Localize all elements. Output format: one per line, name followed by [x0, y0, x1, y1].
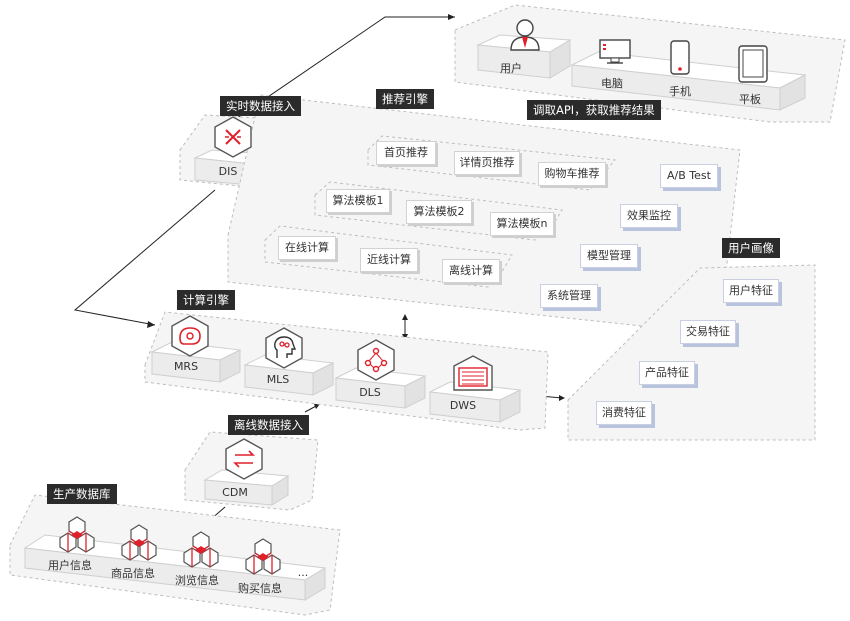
online-compute: 在线计算 — [278, 236, 336, 260]
algo-template-n: 算法模板n — [490, 212, 554, 236]
db-item-user-info: 用户信息 — [48, 559, 92, 572]
algo-template-2: 算法模板2 — [406, 200, 472, 224]
trade-feature-item: 交易特征 — [680, 320, 736, 344]
engine-title-tag: 推荐引擎 — [376, 89, 434, 109]
database-icon — [183, 531, 219, 568]
compute-engine-tag: 计算引擎 — [177, 290, 235, 310]
cdm-icon — [225, 438, 263, 480]
offline-compute: 离线计算 — [442, 259, 500, 283]
cdm-label: CDM — [222, 486, 248, 499]
database-icon — [245, 538, 281, 575]
mrs-label: MRS — [173, 360, 199, 373]
database-icon — [121, 524, 157, 561]
mls-icon — [265, 327, 303, 369]
dws-icon — [453, 355, 493, 391]
dls-label: DLS — [359, 386, 381, 399]
db-more-ellipsis: ... — [297, 566, 309, 579]
production-db-tag: 生产数据库 — [47, 484, 117, 504]
dis-icon — [214, 116, 252, 158]
user-portrait-tag: 用户画像 — [722, 238, 780, 258]
cart-recommend-button: 购物车推荐 — [538, 162, 606, 186]
connector-dis-to-users — [236, 16, 455, 119]
dws-label: DWS — [449, 399, 477, 412]
portrait-panel — [567, 264, 816, 441]
detail-recommend-button: 详情页推荐 — [454, 151, 520, 175]
desktop-icon — [599, 39, 631, 64]
db-item-browse-info: 浏览信息 — [175, 574, 219, 587]
user-label: 用户 — [500, 62, 522, 75]
system-manage-item: 系统管理 — [540, 284, 598, 308]
mls-label: MLS — [266, 373, 290, 386]
db-item-purchase-info: 购买信息 — [238, 582, 282, 595]
nearline-compute: 近线计算 — [360, 248, 418, 272]
mrs-icon — [171, 315, 209, 357]
model-manage-item: 模型管理 — [580, 244, 638, 268]
home-recommend-button: 首页推荐 — [376, 141, 436, 165]
api-call-tag: 调取API，获取推荐结果 — [527, 100, 661, 120]
ab-test-item: A/B Test — [660, 164, 718, 188]
consume-feature-item: 消费特征 — [596, 401, 652, 425]
realtime-access-tag: 实时数据接入 — [220, 96, 301, 116]
user-icon — [510, 19, 540, 51]
user-feature-item: 用户特征 — [723, 279, 779, 303]
dls-icon — [357, 339, 395, 381]
offline-access-tag: 离线数据接入 — [228, 415, 309, 435]
effect-monitor-item: 效果监控 — [620, 204, 678, 228]
dis-label: DIS — [218, 165, 238, 178]
database-icon — [59, 516, 95, 553]
device-label-pc: 电脑 — [601, 77, 623, 90]
db-item-product-info: 商品信息 — [111, 567, 155, 580]
product-feature-item: 产品特征 — [639, 361, 695, 385]
algo-template-1: 算法模板1 — [326, 189, 390, 213]
device-label-phone: 手机 — [669, 85, 691, 98]
tablet-icon — [738, 45, 768, 83]
device-label-tablet: 平板 — [739, 93, 761, 106]
connector-dis-to-compute — [73, 189, 216, 326]
phone-icon — [670, 40, 690, 75]
